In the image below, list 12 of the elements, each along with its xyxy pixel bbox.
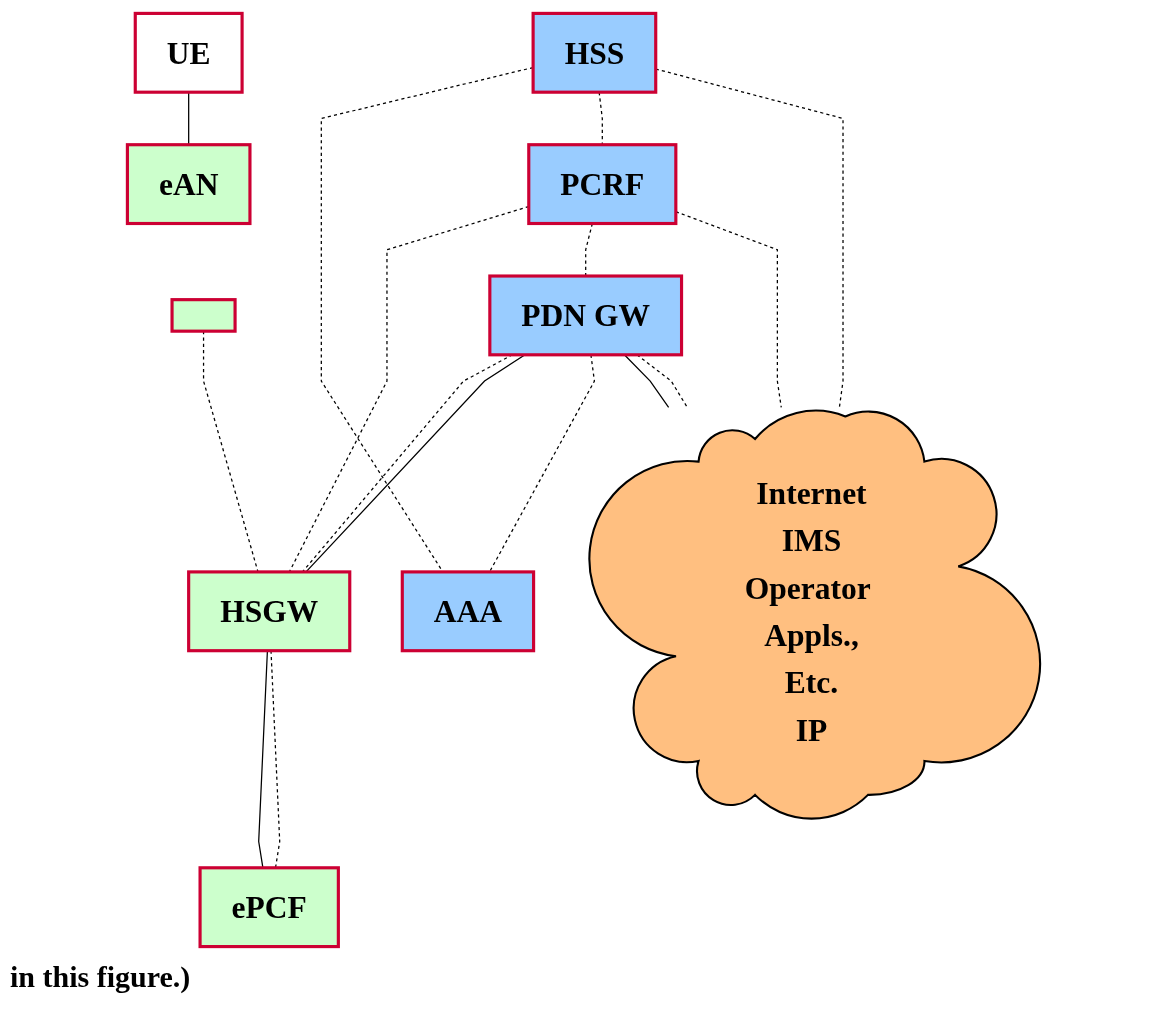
node-box: ePCF xyxy=(198,866,341,949)
node-box: PCRF xyxy=(527,143,678,226)
node-box: PDN GW xyxy=(488,274,684,357)
node-box: AAA xyxy=(400,570,536,653)
node-box: HSGW xyxy=(187,570,352,653)
node-box: UE xyxy=(133,11,244,94)
connector xyxy=(636,354,689,408)
node-box: HSS xyxy=(531,11,658,94)
node-box xyxy=(170,298,237,333)
note-text: in this figure.) xyxy=(10,960,192,994)
connector xyxy=(624,354,670,408)
node-box: eAN xyxy=(126,143,252,226)
